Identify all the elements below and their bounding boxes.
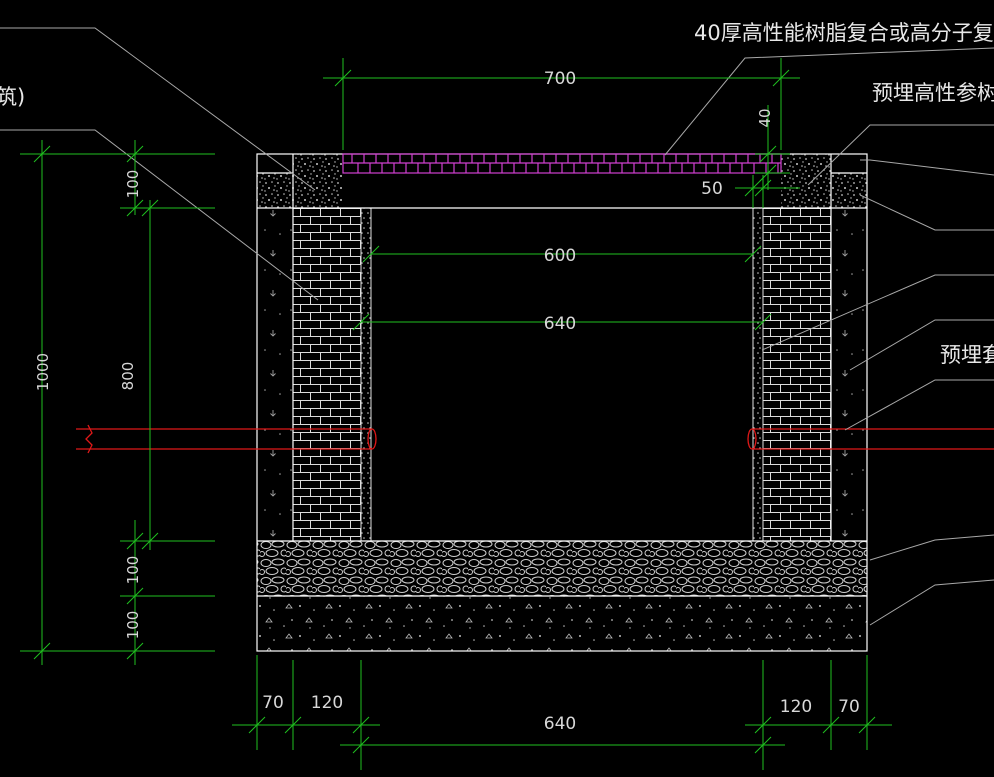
dim-120-left: 120 bbox=[311, 693, 343, 713]
dim-700: 700 bbox=[544, 69, 576, 89]
dim-640-inner: 640 bbox=[544, 314, 576, 334]
dim-100-bot: 100 bbox=[124, 611, 142, 640]
wall-cap-right bbox=[781, 154, 831, 208]
brick-wall-right bbox=[762, 207, 832, 542]
dim-100-mid: 100 bbox=[124, 556, 142, 585]
pipe-right bbox=[747, 428, 994, 450]
dim-600: 600 bbox=[544, 246, 576, 266]
brick-wall-left bbox=[292, 207, 362, 542]
earth-right bbox=[831, 208, 867, 541]
dim-100-top: 100 bbox=[124, 170, 142, 199]
leader-lines bbox=[0, 27, 994, 626]
dim-800: 800 bbox=[119, 362, 137, 391]
annotation-top-label: 40厚高性能树脂复合或高分子复合 bbox=[694, 21, 994, 45]
gravel-layer bbox=[257, 541, 867, 596]
trench-section bbox=[76, 153, 994, 652]
wall-cap-left bbox=[293, 154, 343, 208]
dim-70-right: 70 bbox=[838, 697, 860, 717]
annotation-left-partial: 筑) bbox=[0, 85, 25, 109]
plaster-left bbox=[360, 207, 372, 542]
dim-40: 40 bbox=[756, 108, 774, 127]
dim-120-right: 120 bbox=[780, 697, 812, 717]
dim-50: 50 bbox=[701, 179, 723, 199]
dim-70-left: 70 bbox=[262, 693, 284, 713]
pipe-left bbox=[76, 424, 377, 454]
earth-left bbox=[257, 208, 293, 541]
top-fill-left bbox=[257, 173, 293, 208]
plaster-right bbox=[752, 207, 764, 542]
top-fill-right bbox=[831, 173, 867, 208]
dimension-lines bbox=[20, 58, 892, 770]
annotation-right-lower: 预埋套 bbox=[940, 343, 994, 367]
annotation-right-upper: 预埋高性参树脂 bbox=[872, 81, 994, 105]
cover-plate bbox=[342, 153, 782, 174]
dim-640-bottom: 640 bbox=[544, 714, 576, 734]
concrete-base bbox=[257, 596, 867, 651]
dim-1000: 1000 bbox=[34, 353, 52, 391]
